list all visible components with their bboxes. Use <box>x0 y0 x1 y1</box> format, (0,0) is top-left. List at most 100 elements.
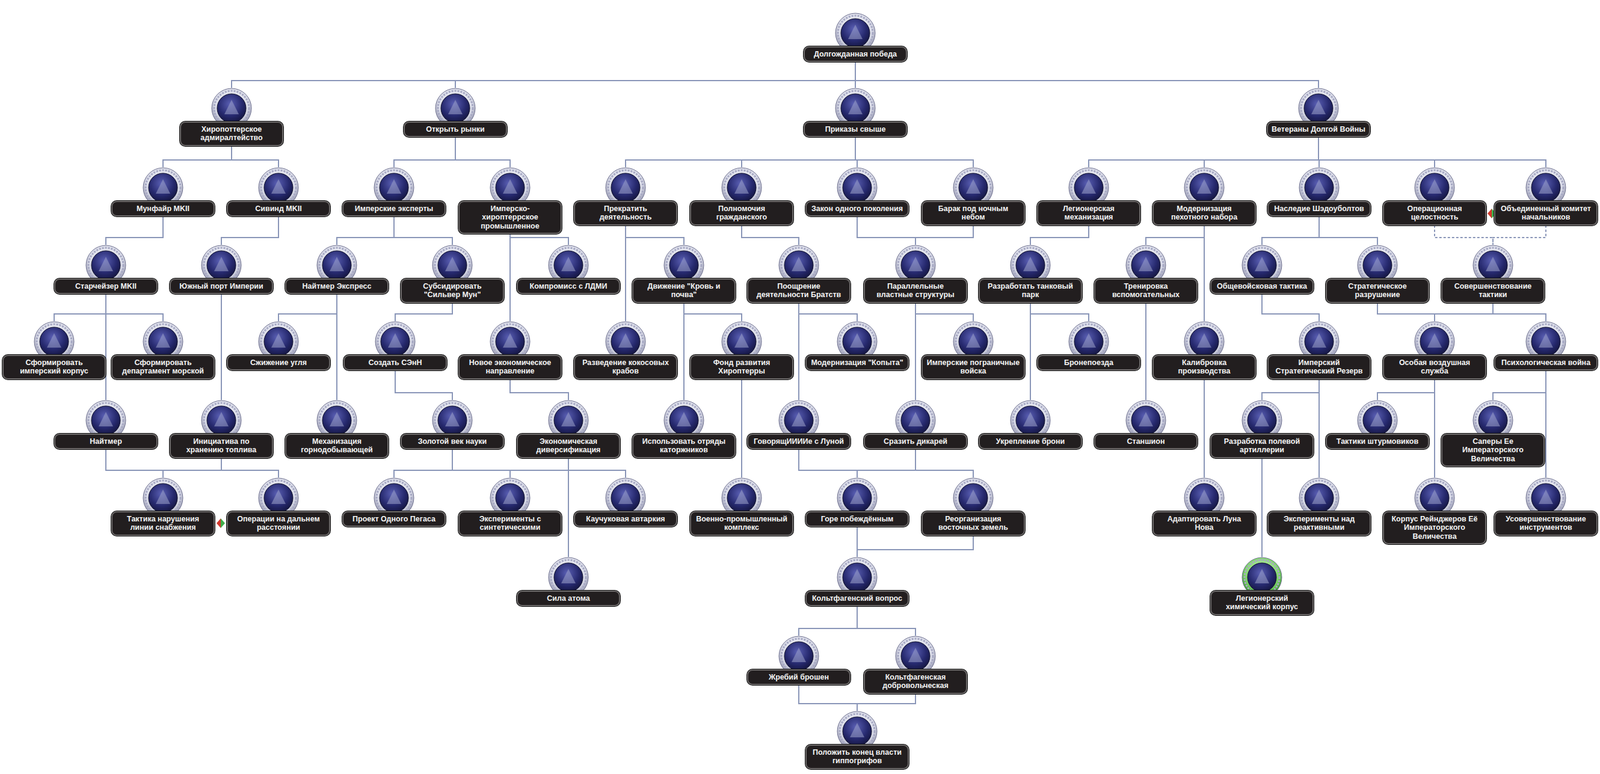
focus-label-plate: Прекратить деятельность <box>573 200 678 226</box>
prerequisite-line <box>395 370 453 400</box>
focus-label-plate: Компромисс с ЛДМИ <box>516 278 621 295</box>
focus-node: Стратегическое разрушение <box>1325 244 1430 304</box>
focus-title: Модернизация пехотного набора <box>1157 204 1252 222</box>
focus-label-plate: Хиропоттерское адмиралтейство <box>179 121 284 147</box>
focus-label-plate: Сила атома <box>516 590 621 607</box>
focus-node: Имперский Стратегический Резерв <box>1267 321 1371 380</box>
prerequisite-line <box>510 379 569 400</box>
prerequisite-line <box>857 216 916 245</box>
focus-title: Субсидировать "Сильвер Мун" <box>405 282 500 300</box>
prerequisite-line <box>1203 379 1205 478</box>
prerequisite-line <box>221 458 279 478</box>
focus-label-plate: Разработать танковый парк <box>978 278 1083 304</box>
focus-label-plate: Проект Одного Пегаса <box>342 511 446 527</box>
focus-title: Имперские эксперты <box>347 204 441 213</box>
focus-label-plate: Горе побеждённым <box>805 511 909 527</box>
prerequisite-line <box>393 216 453 245</box>
prerequisite-line <box>1030 303 1089 322</box>
focus-label-plate: Сформировать департамент морской <box>111 354 215 380</box>
prerequisite-line <box>1318 379 1320 478</box>
exclusive-markers <box>216 208 1496 529</box>
focus-title: Объединенный комитет начальников <box>1498 204 1593 222</box>
focus-node: Инициатива по хранению топлива <box>169 400 274 459</box>
prerequisite-line <box>336 294 338 400</box>
focus-label-plate: Сжижение угля <box>226 354 331 371</box>
focus-node: Проект Одного Пегаса <box>342 477 446 527</box>
prerequisite-line <box>452 449 511 478</box>
prerequisite-line <box>1261 458 1263 557</box>
focus-title: Военно-промышленный комплекс <box>694 514 789 533</box>
prerequisite-line <box>105 294 107 400</box>
focus-label-plate: Долгожданная победа <box>803 46 908 62</box>
focus-label-plate: Объединенный комитет начальников <box>1494 200 1598 226</box>
focus-node: Совершенствование тактики <box>1441 244 1545 304</box>
prerequisite-line <box>1261 294 1320 322</box>
focus-title: Проект Одного Пегаса <box>347 514 441 524</box>
focus-node: Укрепление брони <box>978 400 1083 450</box>
focus-label-plate: Модернизация "Копыта" <box>805 354 909 371</box>
focus-title: Барак под ночным небом <box>926 204 1021 222</box>
focus-label-plate: Разработка полевой артиллерии <box>1210 433 1314 459</box>
focus-label-plate: Создать СЭнН <box>343 354 447 371</box>
focus-label-plate: Золотой век науки <box>400 433 505 450</box>
focus-node: Долгожданная победа <box>803 12 908 62</box>
focus-label-plate: Особая воздушная служба <box>1382 354 1487 380</box>
focus-title: Южный порт Империи <box>174 282 269 291</box>
focus-label-plate: Сразить дикарей <box>863 433 968 450</box>
prerequisite-line <box>915 303 974 322</box>
focus-label-plate: Жребий брошен <box>747 669 851 686</box>
focus-title: Сила атома <box>521 594 616 603</box>
focus-title: Закон одного поколения <box>810 204 905 213</box>
focus-label-plate: Наследие Шэдоуболтов <box>1267 200 1371 217</box>
prerequisite-line <box>105 216 164 245</box>
focus-title: Новое экономическое направление <box>463 358 557 376</box>
focus-label-plate: Имперские пограничные войска <box>921 354 1025 380</box>
prerequisite-line <box>1261 379 1320 400</box>
prerequisite-line <box>1434 225 1493 245</box>
focus-node: Сила атома <box>516 556 621 607</box>
prerequisite-line <box>625 225 684 245</box>
focus-title: Инициатива по хранению топлива <box>174 437 269 455</box>
prerequisite-line <box>510 233 569 245</box>
focus-node: Сразить дикарей <box>863 400 968 450</box>
focus-node: Параллельные властные структуры <box>863 244 968 304</box>
focus-label-plate: Южный порт Империи <box>169 278 274 295</box>
focus-node: Военно-промышленный комплекс <box>689 477 794 536</box>
prerequisite-line <box>220 294 222 400</box>
focus-node: Саперы Ее Императорского Величества <box>1441 400 1545 467</box>
focus-label-plate: Эксперименты над реактивными <box>1267 511 1371 536</box>
focus-title: Горе побеждённым <box>810 514 905 524</box>
focus-node: Реорганизация восточных земель <box>921 477 1025 536</box>
focus-title: Кольтфагенский вопрос <box>810 594 905 603</box>
focus-label-plate: Экономическая диверсификация <box>516 433 621 459</box>
focus-title: Совершенствование тактики <box>1446 282 1540 300</box>
focus-label-plate: Положить конец власти гиппогрифов <box>805 744 909 770</box>
prerequisite-line <box>857 694 916 711</box>
prerequisite-line <box>914 303 917 400</box>
prerequisite-line <box>1545 370 1547 478</box>
prerequisite-line <box>1318 137 1435 168</box>
focus-node: Модернизация "Копыта" <box>805 321 909 371</box>
focus-node: Общевойсковая тактика <box>1210 244 1314 295</box>
focus-node: Разработать танковый парк <box>978 244 1083 304</box>
focus-label-plate: Инициатива по хранению топлива <box>169 433 274 459</box>
prerequisite-line <box>1029 303 1031 400</box>
focus-label-plate: Параллельные властные структуры <box>863 278 968 304</box>
focus-node: Объединенный комитет начальников <box>1494 167 1598 226</box>
focus-node: Легионерский химический корпус <box>1210 556 1314 616</box>
focus-title: Долгожданная победа <box>808 49 903 59</box>
focus-title: Реорганизация восточных земель <box>926 514 1021 533</box>
focus-title: ГоворящИИИИе с Луной <box>751 437 846 446</box>
focus-node: Найтмер <box>54 400 158 450</box>
focus-node: Движение "Кровь и почва" <box>632 244 736 304</box>
focus-node: Кольтфагенский вопрос <box>805 556 909 607</box>
focus-label-plate: Имперский Стратегический Резерв <box>1267 354 1371 380</box>
prerequisite-line <box>855 61 1319 88</box>
prerequisite-line <box>163 146 232 168</box>
focus-node: Станшион <box>1094 400 1198 450</box>
focus-title: Разработать танковый парк <box>983 282 1078 300</box>
focus-node: Имперские эксперты <box>342 167 446 217</box>
focus-title: Старчейзер MKII <box>58 282 153 291</box>
focus-node: Имперские пограничные войска <box>921 321 1025 380</box>
focus-title: Использовать отряды каторжников <box>636 437 731 455</box>
